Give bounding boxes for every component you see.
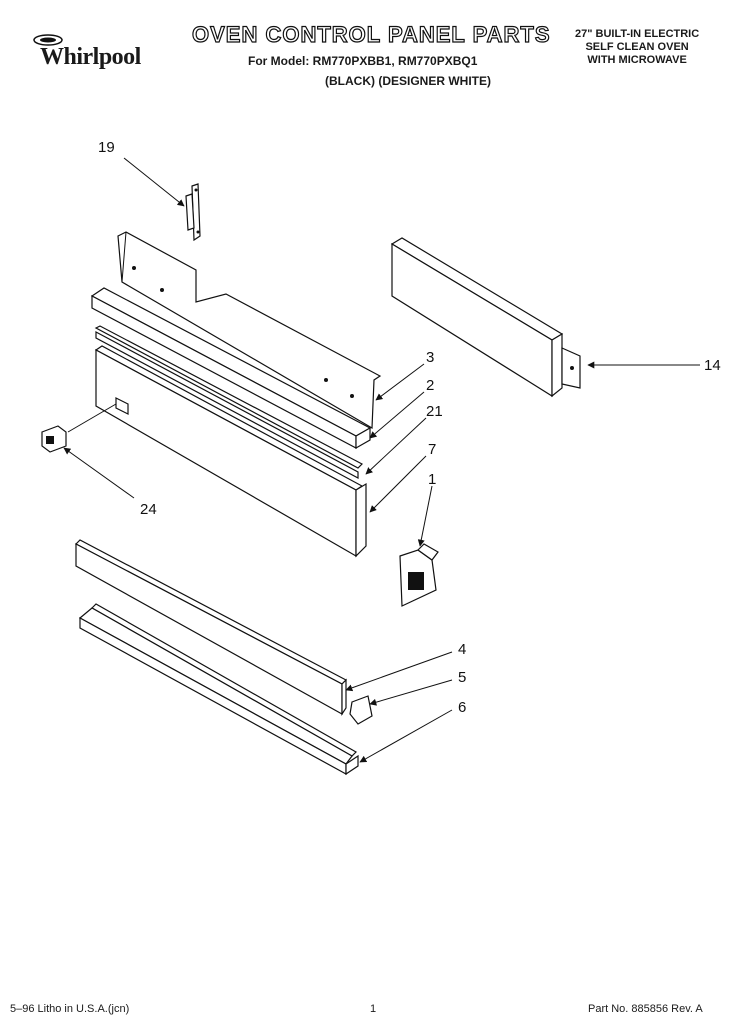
brand-name: Whirlpool — [40, 44, 141, 70]
footer-page-number: 1 — [370, 1003, 377, 1015]
callout-1: 1 — [428, 471, 436, 488]
callout-24: 24 — [140, 501, 157, 518]
part-6-bottom-channel — [78, 603, 359, 776]
leader-5 — [369, 679, 453, 706]
part-21-strip — [94, 325, 363, 480]
description-line-1: 27" BUILT-IN ELECTRIC — [575, 28, 700, 40]
callout-14: 14 — [704, 357, 721, 374]
part-1-bracket — [399, 543, 439, 607]
leader-6 — [359, 709, 453, 763]
part-14-side-box — [390, 237, 581, 398]
callout-2: 2 — [426, 377, 434, 394]
leader-3 — [375, 363, 425, 401]
leader-24 — [63, 447, 135, 499]
page-title: OVEN CONTROL PANEL PARTS — [191, 21, 551, 47]
part-19-bracket — [185, 183, 201, 242]
leader-7 — [369, 455, 427, 513]
color-line: (BLACK) (DESIGNER WHITE) — [325, 74, 491, 88]
leader-19 — [123, 157, 185, 207]
leader-21 — [365, 417, 427, 475]
part-3-rear-bracket — [117, 231, 382, 430]
part-7-front-panel — [94, 345, 367, 558]
leader-4 — [345, 651, 453, 692]
leader-24-part — [67, 403, 117, 433]
leader-2 — [369, 391, 425, 439]
footer-part-number: Part No. 885856 Rev. A — [588, 1003, 703, 1015]
part-4-trim — [74, 539, 348, 716]
callout-3: 3 — [426, 349, 434, 366]
description-line-3: WITH MICROWAVE — [587, 54, 687, 66]
part-2-channel — [90, 287, 372, 450]
part-5-end-cap — [349, 695, 373, 725]
callout-21: 21 — [426, 403, 443, 420]
description-line-2: SELF CLEAN OVEN — [585, 41, 689, 53]
part-24-switch — [41, 425, 67, 453]
product-description: 27" BUILT-IN ELECTRIC SELF CLEAN OVEN WI… — [575, 28, 699, 67]
leader-1 — [417, 485, 433, 547]
footer-litho: 5–96 Litho in U.S.A.(jcn) — [10, 1003, 130, 1015]
callout-7: 7 — [428, 441, 436, 458]
brand-logo-icon — [33, 34, 63, 46]
callout-19: 19 — [98, 139, 115, 156]
callout-6: 6 — [458, 699, 466, 716]
callout-5: 5 — [458, 669, 466, 686]
callout-4: 4 — [458, 641, 466, 658]
model-line: For Model: RM770PXBB1, RM770PXBQ1 — [248, 54, 478, 68]
